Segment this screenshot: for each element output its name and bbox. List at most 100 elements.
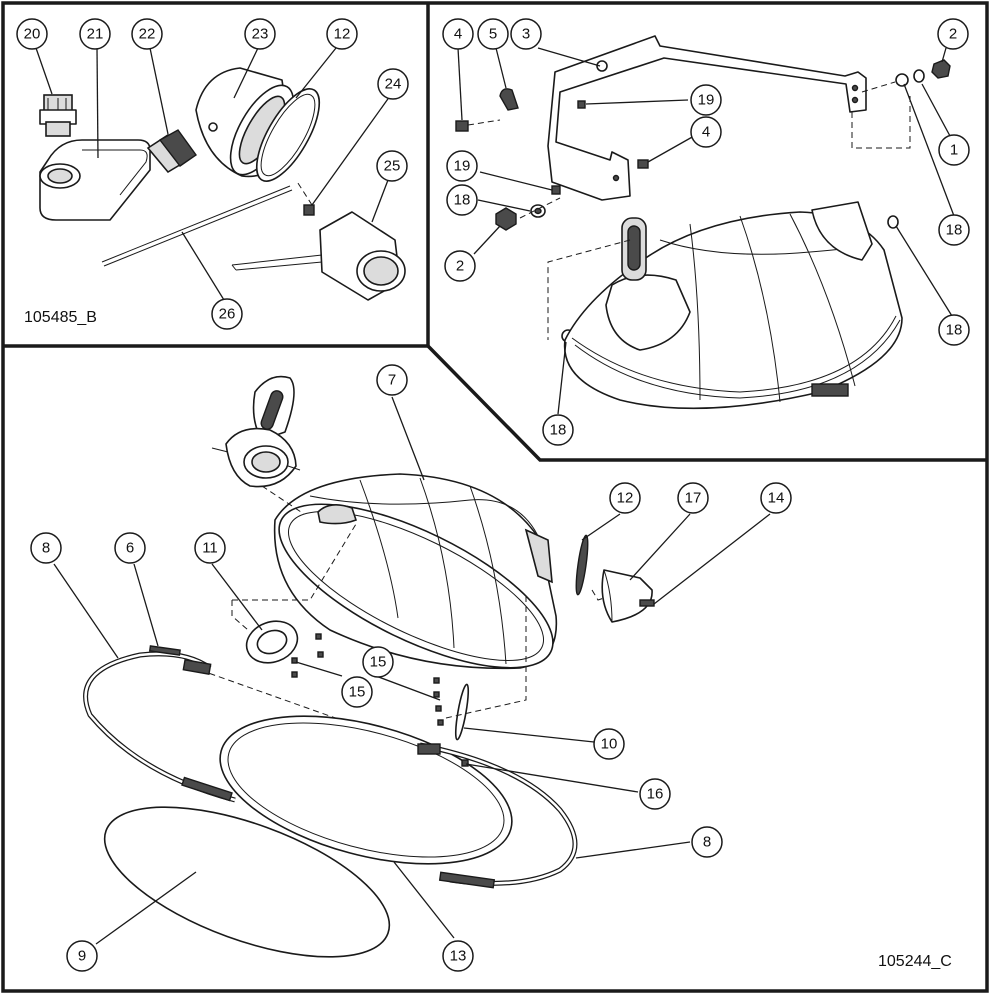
small-gasket xyxy=(454,683,470,741)
inset-yoke-mounting xyxy=(455,35,951,410)
knurled-fitting xyxy=(146,129,197,174)
svg-text:7: 7 xyxy=(388,372,396,389)
svg-text:4: 4 xyxy=(454,26,462,43)
svg-text:17: 17 xyxy=(685,490,702,507)
callout-3: 3 xyxy=(510,18,542,50)
callout-23: 23 xyxy=(244,18,276,50)
callout-11: 11 xyxy=(194,532,226,564)
leader-lines xyxy=(35,47,955,945)
callout-bubbles: 20 21 22 23 12 24 25 26 4 5 3 2 1 19 4 1… xyxy=(16,18,970,972)
callout-9: 9 xyxy=(66,940,98,972)
end-gasket xyxy=(575,534,589,596)
svg-text:5: 5 xyxy=(489,26,497,43)
lens-ring-clamp xyxy=(83,651,236,803)
callout-13: 13 xyxy=(442,940,474,972)
assembly-line xyxy=(231,600,249,631)
callout-7: 7 xyxy=(376,364,408,396)
callout-8-left: 8 xyxy=(30,532,62,564)
end-cap-screw xyxy=(639,599,655,607)
lamp-socket xyxy=(319,211,406,301)
lens-ring-clamp xyxy=(417,742,578,889)
svg-text:18: 18 xyxy=(454,192,471,209)
screw xyxy=(295,179,315,216)
square-nut xyxy=(551,185,561,195)
svg-text:22: 22 xyxy=(139,26,156,43)
svg-text:6: 6 xyxy=(126,540,134,557)
callout-19-top: 19 xyxy=(690,84,722,116)
bracket-screw xyxy=(455,119,501,132)
svg-text:15: 15 xyxy=(370,654,387,671)
callout-18-right-lower: 18 xyxy=(938,314,970,346)
socket-elbow-assembly xyxy=(211,375,301,488)
callout-19-mid: 19 xyxy=(446,150,478,182)
svg-text:20: 20 xyxy=(24,26,41,43)
callout-10: 10 xyxy=(593,728,625,760)
housing-gasket xyxy=(255,88,321,182)
end-cap xyxy=(601,569,653,623)
callout-20: 20 xyxy=(16,18,48,50)
callout-8-right: 8 xyxy=(691,826,723,858)
svg-text:8: 8 xyxy=(703,834,711,851)
callout-2-top: 2 xyxy=(937,18,969,50)
svg-text:3: 3 xyxy=(522,26,530,43)
plate-screws xyxy=(291,633,444,726)
assembly-line xyxy=(591,589,605,601)
callout-24: 24 xyxy=(377,68,409,100)
callout-12-inset: 12 xyxy=(326,18,358,50)
svg-text:13: 13 xyxy=(450,948,467,965)
svg-text:1: 1 xyxy=(950,142,958,159)
svg-text:19: 19 xyxy=(698,92,715,109)
svg-text:8: 8 xyxy=(42,540,50,557)
main-exploded-view xyxy=(83,375,655,958)
inset-socket-assembly xyxy=(39,67,406,301)
assembly-line xyxy=(232,523,357,601)
svg-text:21: 21 xyxy=(87,26,104,43)
svg-text:11: 11 xyxy=(202,540,218,557)
svg-text:23: 23 xyxy=(252,26,269,43)
callout-2-left: 2 xyxy=(444,250,476,282)
svg-text:18: 18 xyxy=(946,322,963,339)
callout-14: 14 xyxy=(760,482,792,514)
assembly-line xyxy=(445,595,527,719)
elbow-connector-nut xyxy=(39,94,77,137)
socket-plate xyxy=(245,620,299,664)
latch xyxy=(461,759,469,767)
assembly-line xyxy=(519,197,561,219)
hex-nut xyxy=(495,207,517,231)
callout-6: 6 xyxy=(114,532,146,564)
callout-4-mid: 4 xyxy=(690,116,722,148)
assembly-line xyxy=(851,95,911,149)
clip xyxy=(499,88,519,111)
svg-text:14: 14 xyxy=(768,490,785,507)
svg-text:19: 19 xyxy=(454,158,471,175)
main-drawing-number: 105244_C xyxy=(878,953,952,970)
inset-drawing-number: 105485_B xyxy=(24,309,97,326)
callout-1: 1 xyxy=(938,134,970,166)
callout-15-upper: 15 xyxy=(362,646,394,678)
svg-text:4: 4 xyxy=(702,124,710,141)
callout-18-bottom: 18 xyxy=(542,414,574,446)
assembled-fixture xyxy=(563,201,903,410)
callout-17: 17 xyxy=(677,482,709,514)
callout-18-left: 18 xyxy=(446,184,478,216)
svg-text:2: 2 xyxy=(949,26,957,43)
svg-text:2: 2 xyxy=(456,258,464,275)
callout-16: 16 xyxy=(639,778,671,810)
lens xyxy=(103,806,391,958)
svg-text:12: 12 xyxy=(334,26,351,43)
callout-5: 5 xyxy=(477,18,509,50)
callout-21: 21 xyxy=(79,18,111,50)
flat-washer xyxy=(887,215,899,229)
svg-text:9: 9 xyxy=(78,948,86,965)
svg-text:12: 12 xyxy=(617,490,634,507)
svg-text:24: 24 xyxy=(385,76,402,93)
assembly-line xyxy=(861,81,896,93)
svg-text:26: 26 xyxy=(219,306,236,323)
svg-text:15: 15 xyxy=(349,684,366,701)
mounting-yoke xyxy=(547,35,867,201)
callout-4-top: 4 xyxy=(442,18,474,50)
callout-22: 22 xyxy=(131,18,163,50)
svg-text:10: 10 xyxy=(601,736,618,753)
